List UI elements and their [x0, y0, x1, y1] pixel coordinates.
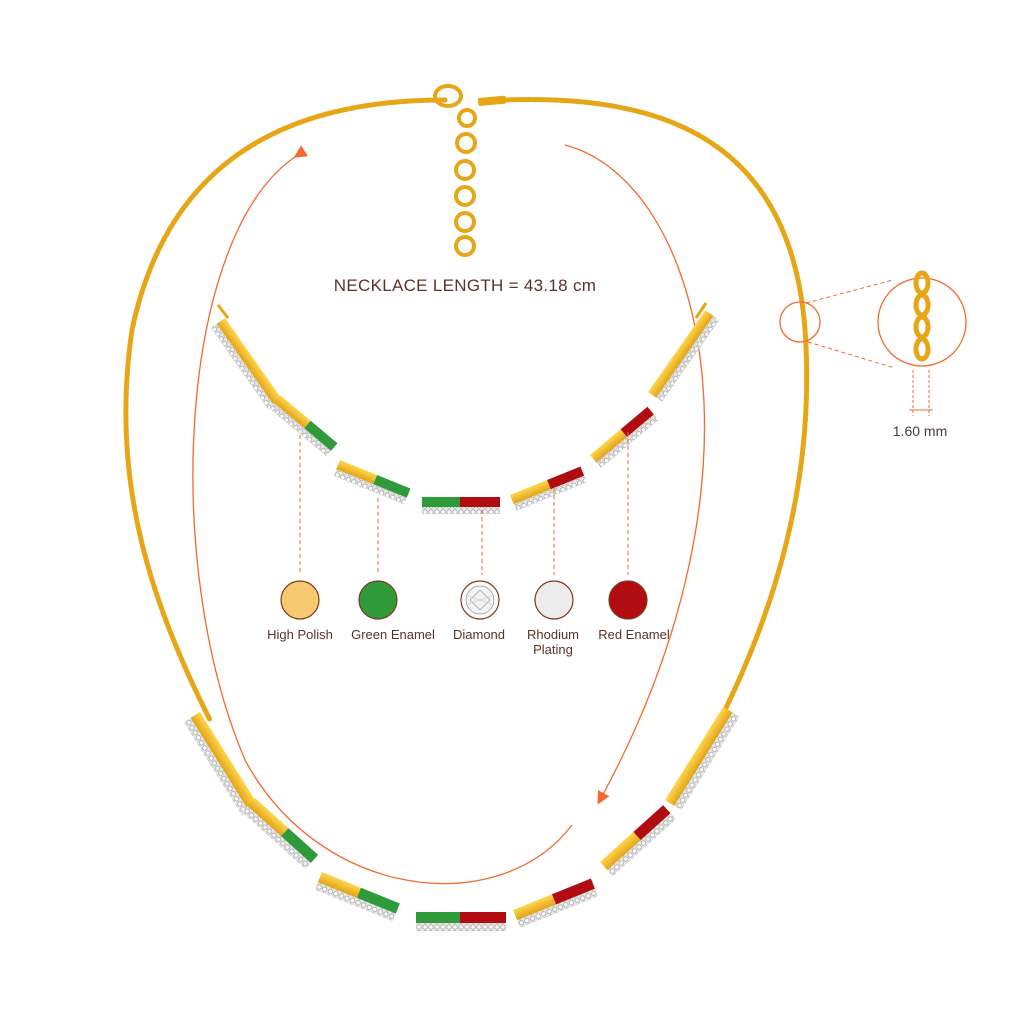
rhodium-plating-swatch: [534, 580, 574, 620]
red-enamel-swatch: [608, 580, 648, 620]
green-enamel-swatch: [358, 580, 398, 620]
clasp-icon: [433, 84, 507, 257]
legend-label-diamond: Diamond: [452, 627, 506, 642]
chain-zoom-circle: [877, 277, 967, 367]
full-necklace-bars: [183, 706, 740, 931]
legend-label-red-enamel: Red Enamel: [598, 627, 670, 642]
legend-label-green-enamel: Green Enamel: [351, 627, 435, 642]
length-arrow-right: [564, 144, 706, 805]
chain-thickness-label: 1.60 mm: [892, 423, 948, 439]
legend-label-high-polish: High Polish: [267, 627, 333, 642]
legend-label-rhodium-plating: Rhodium Plating: [526, 627, 580, 657]
chain-zoom-links: [913, 270, 931, 362]
necklace-length-title: NECKLACE LENGTH = 43.18 cm: [333, 276, 597, 295]
length-arrow-left: [192, 145, 573, 885]
diamond-swatch: [460, 580, 500, 620]
chain-spot-circle: [779, 301, 821, 343]
outer-chain: [123, 97, 810, 723]
high-polish-swatch: [280, 580, 320, 620]
detail-necklace: [211, 302, 720, 514]
